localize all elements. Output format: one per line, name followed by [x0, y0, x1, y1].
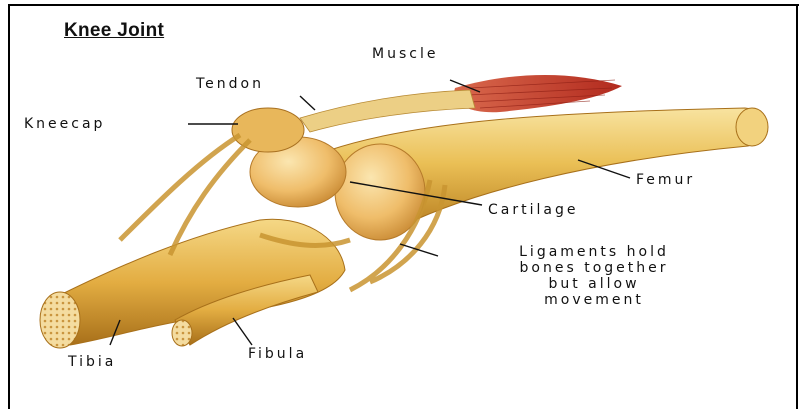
diagram-title: Knee Joint — [64, 20, 164, 42]
label-femur: Femur — [636, 172, 695, 188]
label-ligaments: Ligaments hold bones together but allow … — [444, 244, 744, 308]
label-ligaments-line-2: bones together — [444, 260, 744, 276]
label-fibula: Fibula — [248, 346, 307, 362]
femur-end — [736, 108, 768, 146]
label-tibia: Tibia — [68, 354, 116, 370]
label-ligaments-line-3: but allow — [444, 276, 744, 292]
tibia-end — [40, 292, 80, 348]
label-cartilage: Cartilage — [488, 202, 578, 218]
label-ligaments-line-4: movement — [444, 292, 744, 308]
label-kneecap: Kneecap — [24, 116, 105, 132]
fibula-end — [172, 320, 192, 346]
label-tendon: Tendon — [196, 76, 264, 92]
muscle-shape — [454, 75, 622, 112]
label-ligaments-line-1: Ligaments hold — [444, 244, 744, 260]
label-muscle: Muscle — [372, 46, 438, 62]
